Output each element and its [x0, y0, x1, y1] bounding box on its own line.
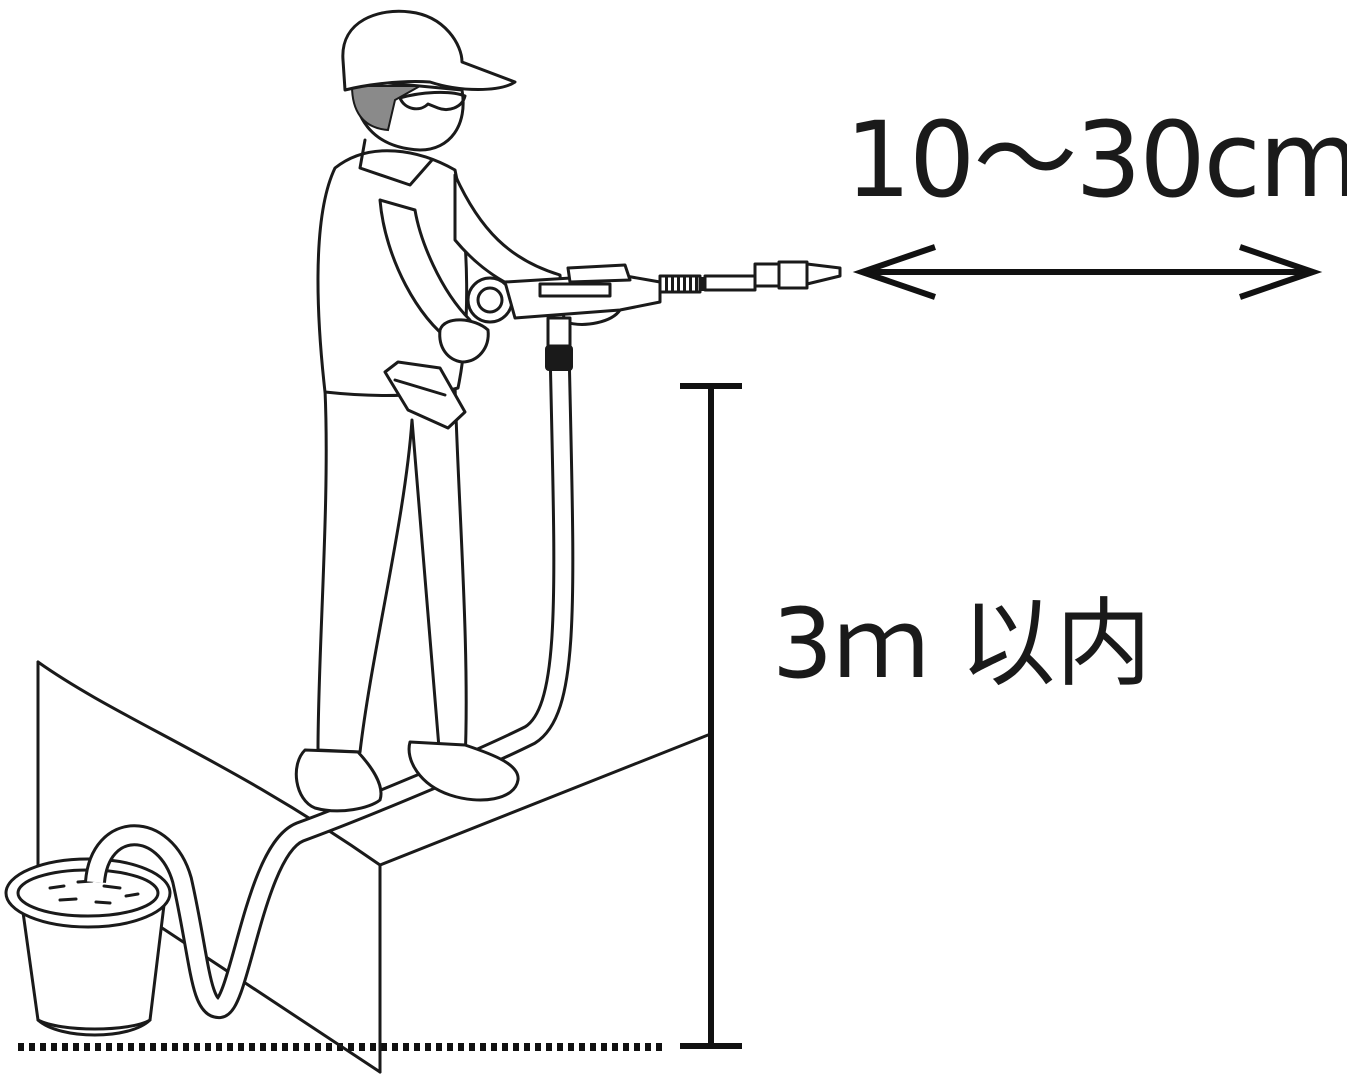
nozzle-distance-label: 10～30cm: [845, 99, 1347, 221]
suction-height-label: 3ｍ 以内: [772, 588, 1152, 700]
water-bucket: [4, 857, 172, 1037]
distance-arrow: [852, 244, 1323, 300]
worker-figure: [294, 9, 622, 813]
pressure-washer-gun: [466, 260, 842, 371]
suction-hose: [84, 369, 575, 1019]
height-dimension-bar: [680, 383, 742, 1049]
